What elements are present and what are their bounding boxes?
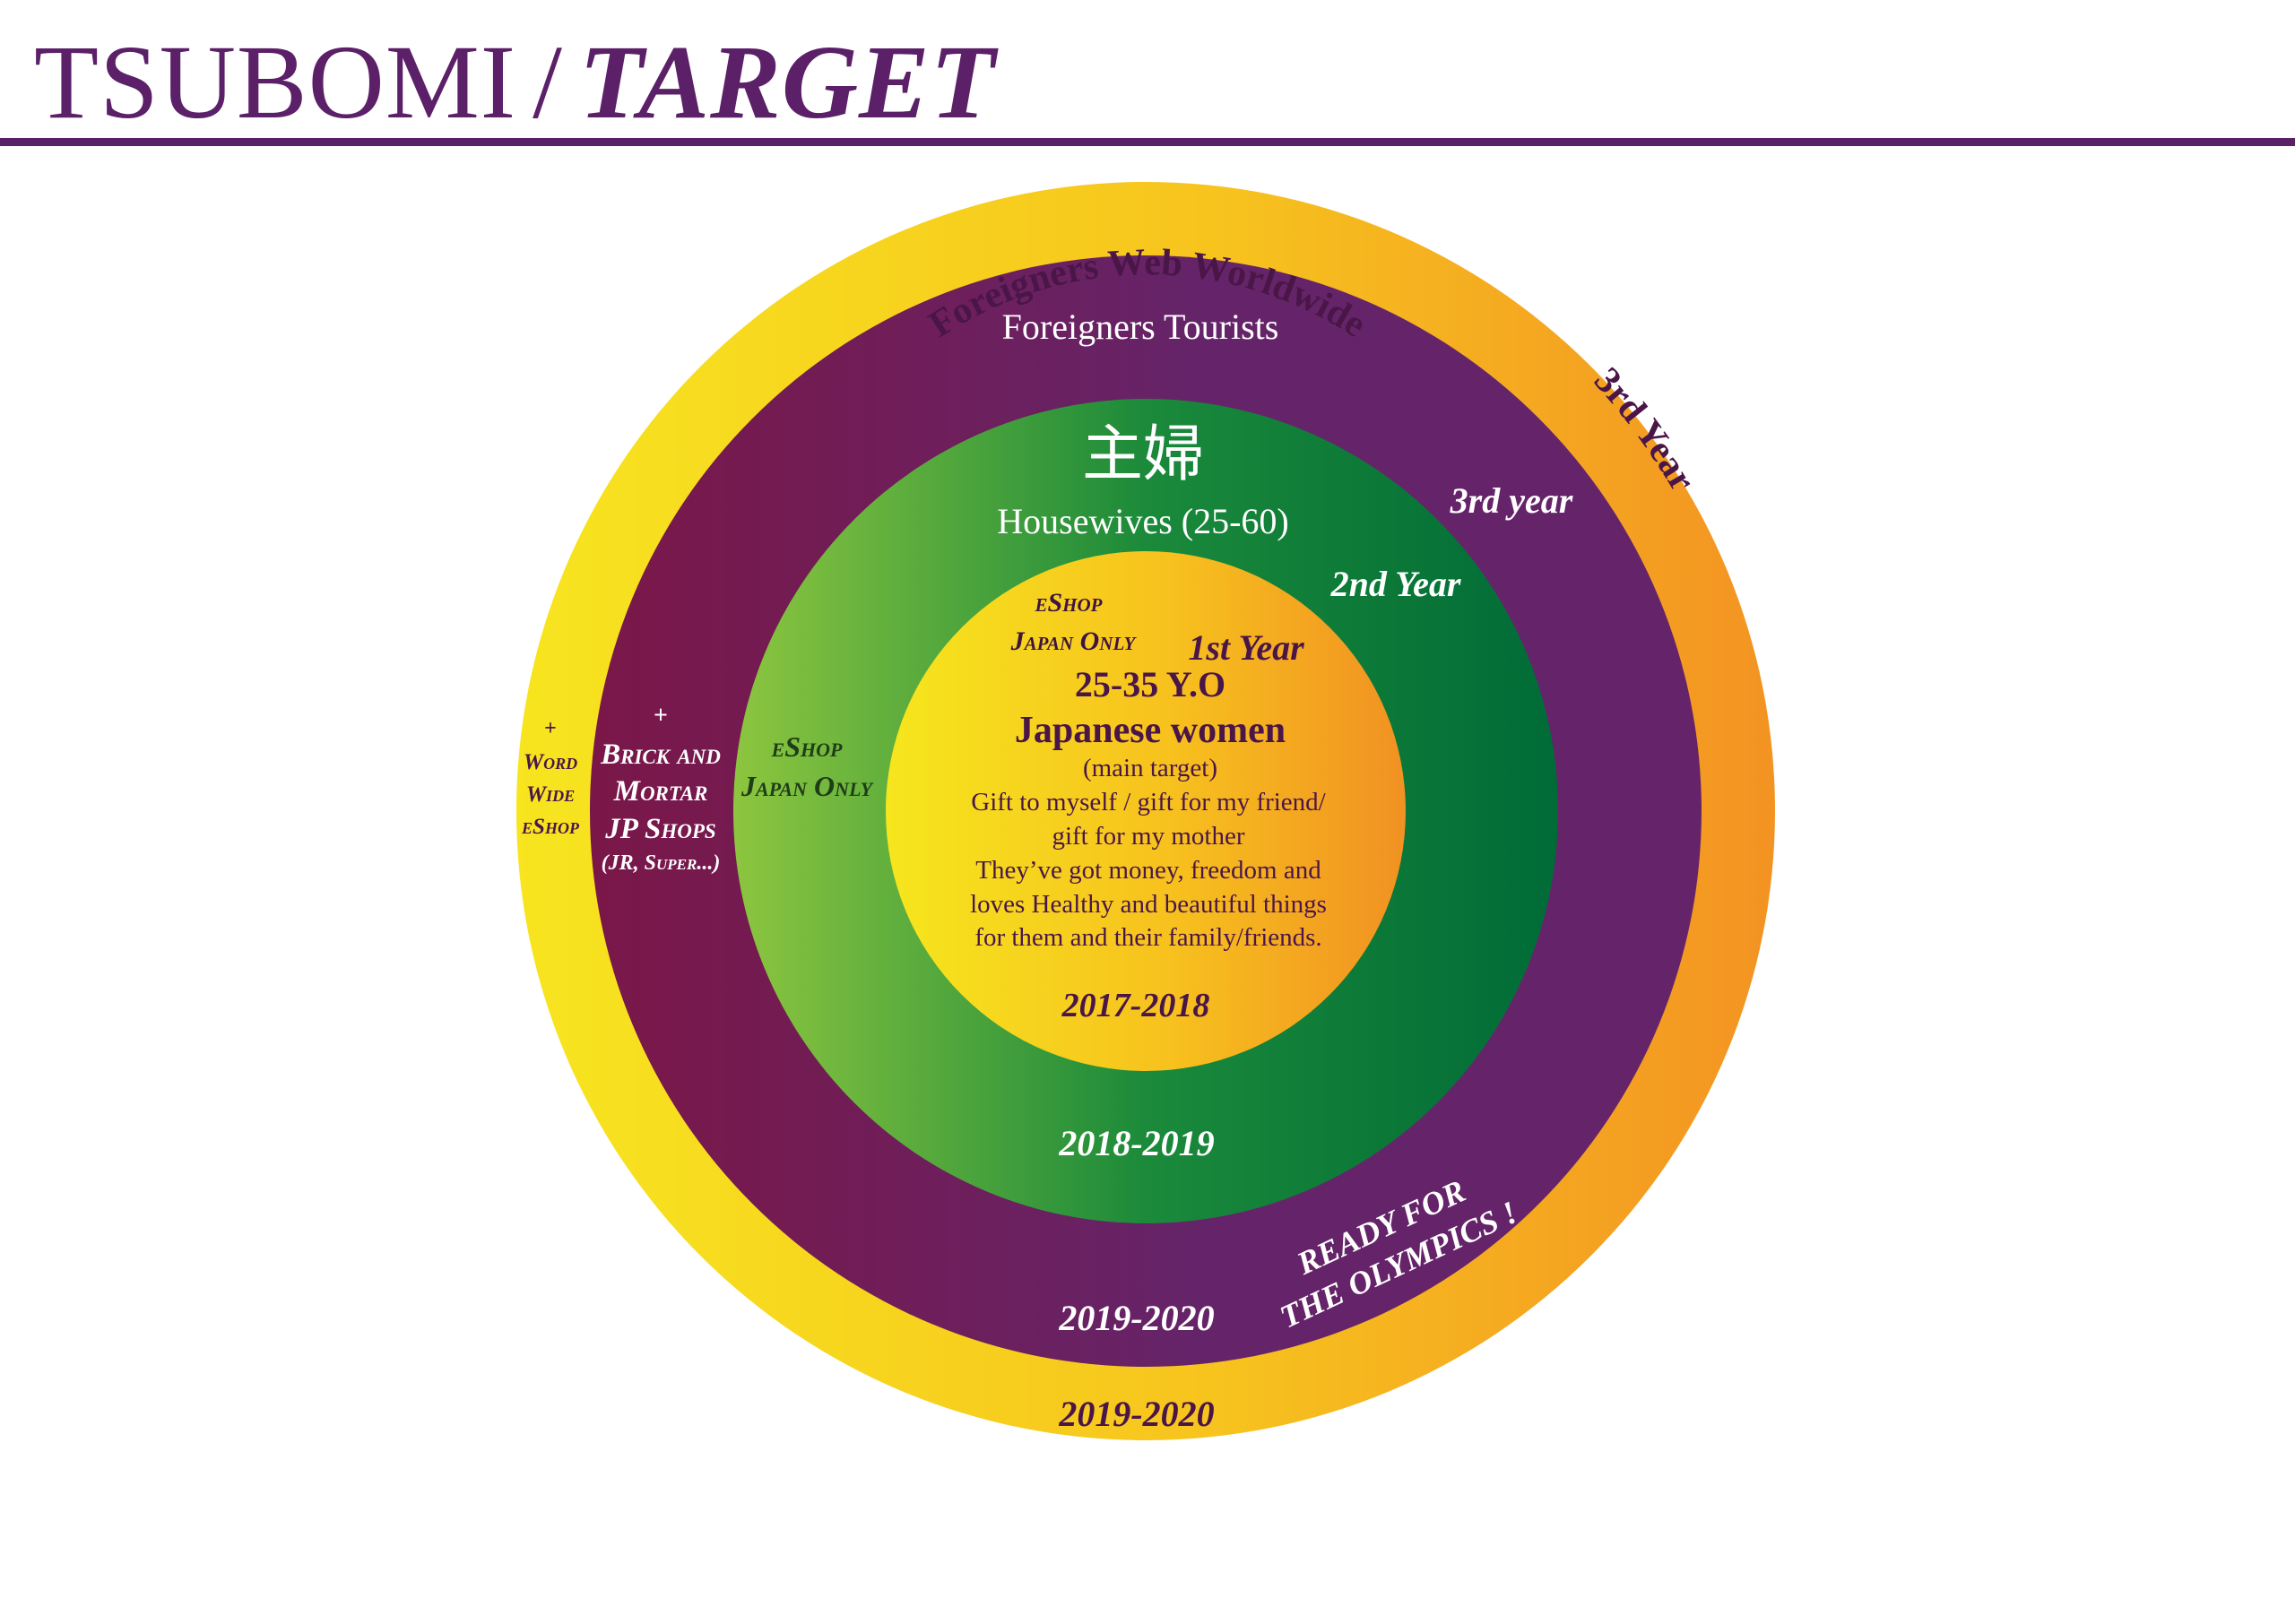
core-eshop-line: Japan Only (1010, 626, 1138, 656)
outer-years: 2019-2020 (1058, 1394, 1214, 1434)
purple-years: 2019-2020 (1058, 1298, 1214, 1338)
core-desc-line: for them and their family/friends. (974, 923, 1321, 952)
core-desc-line: loves Healthy and beautiful things (970, 890, 1327, 919)
purple-left-line: Mortar (613, 775, 708, 808)
core-title: Japanese women (1015, 710, 1286, 751)
purple-left-line: Brick and (600, 739, 721, 771)
title-separator: / (533, 23, 563, 141)
purple-left-line: JP Shops (604, 813, 715, 845)
header-rule (0, 138, 2295, 146)
green-left-line: eShop (771, 730, 843, 763)
green-ring-kanji: 主婦 (1082, 419, 1204, 490)
purple-year-label: 3rd year (1450, 480, 1573, 521)
core-desc-line: gift for my mother (1052, 822, 1244, 851)
title-main: TSUBOMI (34, 23, 517, 141)
core-subtitle: (main target) (1083, 754, 1217, 782)
ring-core (886, 551, 1406, 1071)
outer-left-line: eShop (521, 815, 580, 839)
core-years: 2017-2018 (1061, 987, 1210, 1024)
core-year-label: 1st Year (1188, 627, 1304, 668)
core-desc-line: They’ve got money, freedom and (975, 856, 1321, 885)
core-age: 25-35 Y.O (1075, 664, 1225, 704)
outer-left-line: Wide (526, 782, 575, 807)
core-desc-line: Gift to myself / gift for my friend/ (971, 788, 1326, 816)
page-title: TSUBOMI/TARGET (34, 16, 996, 149)
purple-left-line: (JR, Super...) (602, 851, 721, 875)
green-ring-title: Housewives (25-60) (997, 501, 1289, 541)
title-emphasis: TARGET (578, 23, 996, 141)
core-eshop-line: eShop (1034, 588, 1102, 618)
outer-left-plus: + (544, 717, 557, 740)
outer-left-line: Word (524, 750, 577, 774)
green-years: 2018-2019 (1058, 1123, 1214, 1163)
purple-ring-title: Foreigners Tourists (1002, 307, 1279, 347)
green-year-label: 2nd Year (1330, 564, 1461, 604)
purple-left-plus: + (654, 702, 668, 730)
green-left-line: Japan Only (740, 770, 875, 802)
